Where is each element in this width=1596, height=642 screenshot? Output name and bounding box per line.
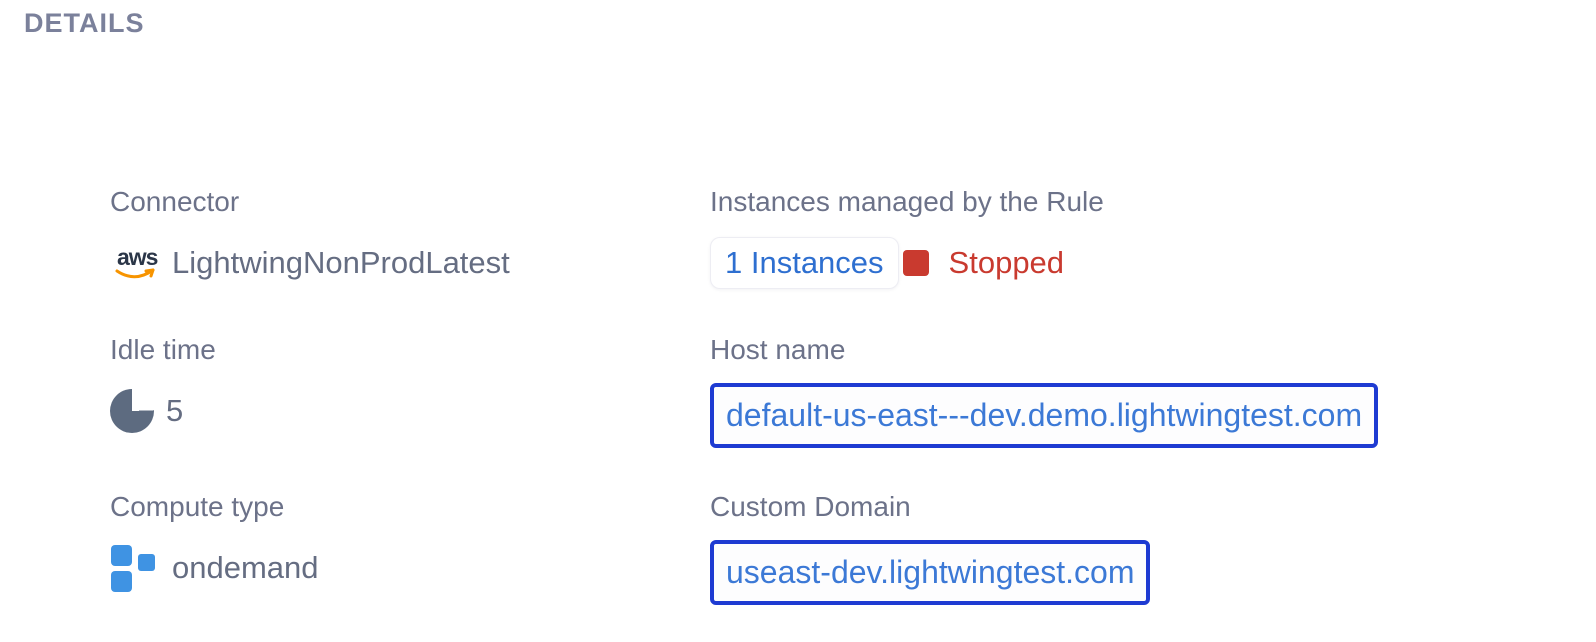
- field-connector: Connector aws LightwingNonProdLatest: [110, 185, 710, 291]
- connector-value: LightwingNonProdLatest: [172, 245, 510, 280]
- field-instances: Instances managed by the Rule 1 Instance…: [710, 185, 1378, 291]
- field-idle-time: Idle time 5: [110, 333, 710, 448]
- custom-domain-label: Custom Domain: [710, 491, 911, 522]
- field-compute-type: Compute type ondemand: [110, 490, 710, 605]
- host-name-link[interactable]: default-us-east---dev.demo.lightwingtest…: [710, 383, 1379, 448]
- connector-label: Connector: [110, 186, 240, 217]
- field-host-name: Host name default-us-east---dev.demo.lig…: [710, 333, 1379, 448]
- host-name-label: Host name: [710, 334, 846, 365]
- idle-time-value: 5: [166, 393, 184, 428]
- compute-squares-icon: [110, 541, 160, 595]
- details-grid: Connector aws LightwingNonProdLatest Ins…: [110, 185, 1379, 605]
- compute-type-label: Compute type: [110, 491, 285, 522]
- instances-label: Instances managed by the Rule: [710, 186, 1104, 217]
- pie-chart-icon: [110, 389, 154, 433]
- aws-logo-icon: aws: [110, 241, 162, 285]
- custom-domain-link[interactable]: useast-dev.lightwingtest.com: [710, 540, 1151, 605]
- compute-type-value: ondemand: [172, 550, 319, 585]
- panel-title: DETAILS: [24, 8, 145, 38]
- field-custom-domain: Custom Domain useast-dev.lightwingtest.c…: [710, 490, 1378, 605]
- instances-status-text: Stopped: [948, 245, 1065, 280]
- stopped-square-icon: [902, 250, 929, 276]
- instances-count-link[interactable]: 1 Instances: [710, 237, 899, 289]
- idle-time-label: Idle time: [110, 334, 216, 365]
- svg-text:aws: aws: [117, 244, 158, 270]
